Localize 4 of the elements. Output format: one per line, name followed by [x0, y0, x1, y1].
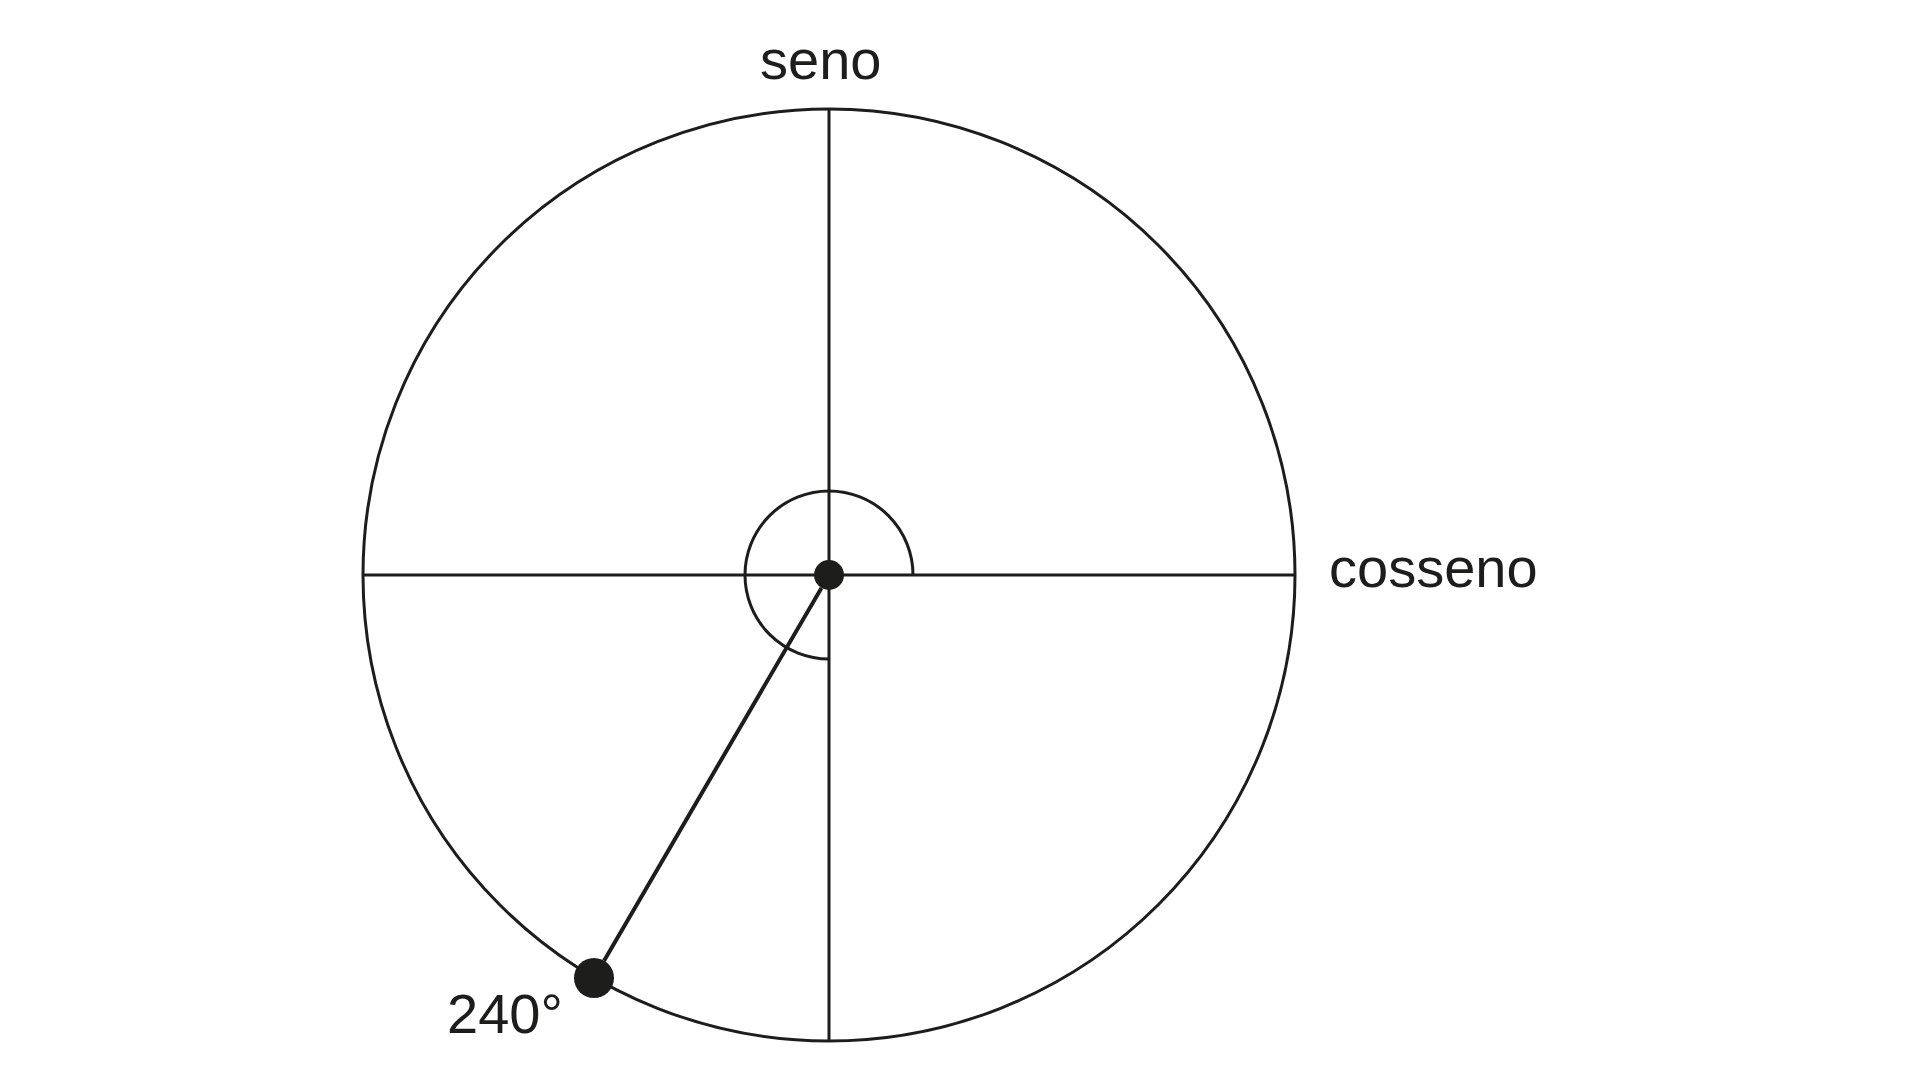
angle-label: 240° — [447, 986, 563, 1042]
radius-line — [602, 586, 824, 962]
axis-label: seno — [760, 32, 882, 88]
axis-label: cosseno — [1329, 540, 1538, 596]
